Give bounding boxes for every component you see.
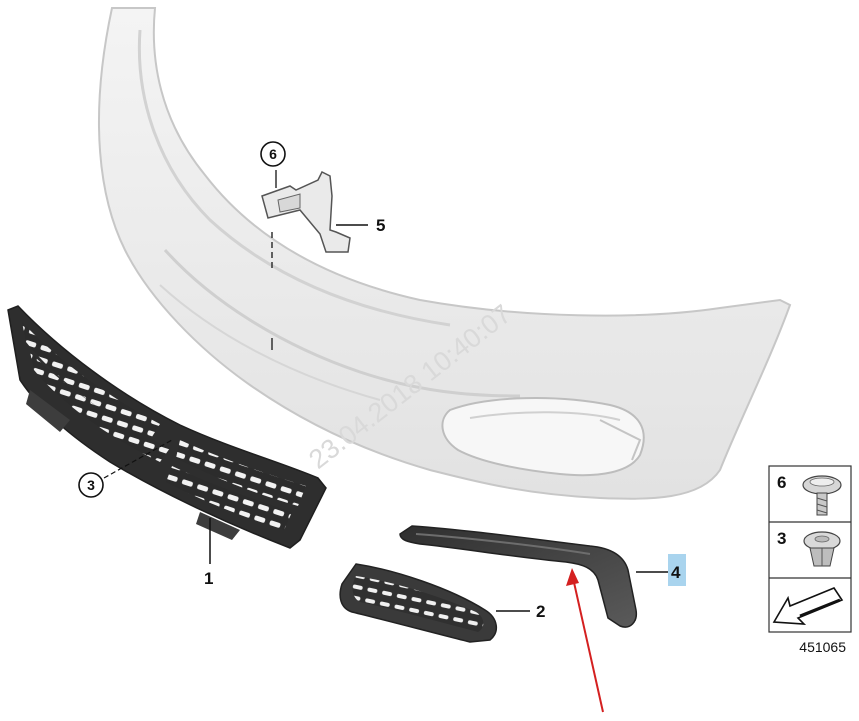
legend-item-6: 6 <box>777 473 842 516</box>
callout-4[interactable]: 4 <box>671 563 681 582</box>
callout-2[interactable]: 2 <box>536 602 545 621</box>
direction-arrow-icon <box>772 587 844 625</box>
document-number: 451065 <box>799 639 846 655</box>
legend-panel: 6 3 <box>768 465 852 633</box>
callout-1[interactable]: 1 <box>204 569 213 588</box>
callout-label: 6 <box>269 146 277 162</box>
bracket-part-5 <box>261 170 368 268</box>
expansion-rivet-icon <box>803 531 841 567</box>
trim-strip-part-4 <box>399 525 668 628</box>
callout-5[interactable]: 5 <box>376 216 385 235</box>
highlight-box <box>668 554 686 586</box>
screw-icon <box>802 475 842 516</box>
callout-3[interactable]: 3 <box>78 472 104 498</box>
callout-label: 3 <box>87 477 95 493</box>
fog-grille-part-2 <box>339 563 530 643</box>
front-bumper <box>97 7 792 500</box>
grille-part-1 <box>7 305 327 564</box>
callout-6[interactable]: 6 <box>260 141 286 167</box>
legend-label: 6 <box>777 473 786 492</box>
legend-item-3: 3 <box>777 529 841 567</box>
legend-label: 3 <box>777 529 786 548</box>
red-arrow-icon <box>566 568 604 713</box>
